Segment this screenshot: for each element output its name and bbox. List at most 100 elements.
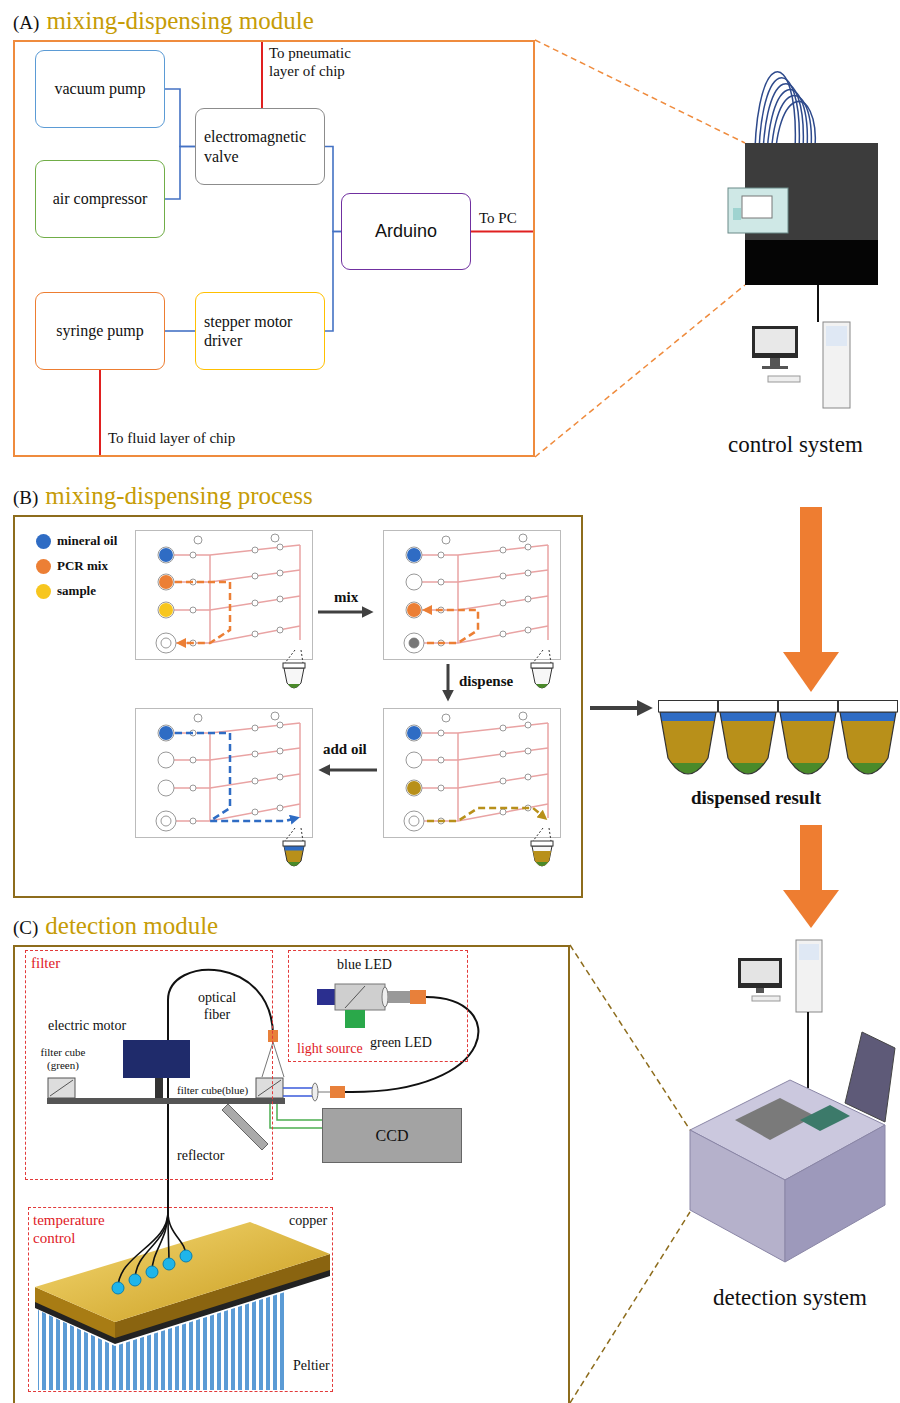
optics-figure-part [345,1010,365,1028]
control-system-figure-part [733,208,741,220]
chip-add-oil [136,709,313,867]
part-label: Peltier [292,1358,331,1375]
node-label: temperature control [33,1211,128,1247]
dispensed-tubes-part [718,701,778,794]
detection-system-figure-part [741,961,779,983]
node-label: light source [297,1041,363,1058]
temperature-stage-part [180,1250,192,1262]
detection-system-figure-part [799,944,819,960]
port-label: To pneumatic layer of chip [268,44,375,80]
node-label: syringe pump [56,321,144,340]
optics-figure-part [283,1088,312,1096]
node-label: vacuum pump [54,79,145,98]
temperature-stage-part [146,1266,158,1278]
optics-figure-part [345,986,365,1008]
signal-wires-part [99,370,101,456]
optics-figure [47,970,478,1212]
step-arrows-part [447,664,450,698]
panel-heading: (B)mixing-dispensing process [13,481,313,511]
panel-letter: (B) [13,487,38,510]
chip-mix-step-part [285,650,303,663]
chip-add-oil-part [136,709,313,838]
control-system-figure-part [728,188,788,233]
connector-line [165,147,195,200]
optics-figure-part [268,1030,278,1042]
detection-system-figure [690,940,895,1262]
optics-figure-part [335,984,385,1010]
step-arrows-part [318,611,370,614]
step-arrows [318,612,648,770]
chip-mix-step-part [159,575,173,589]
signal-wires-part [261,41,263,108]
chip-mix-return-part [533,650,551,663]
panel-letter: (A) [13,12,39,35]
optics-figure-part [312,1083,318,1101]
controller-box: Arduino [341,193,471,270]
temperature-stage-part [118,1212,168,1288]
detection-system-figure-part [845,1032,895,1122]
legend-label: sample [57,583,96,600]
signal-wires-part [471,231,534,233]
optics-figure-part [222,1104,268,1150]
optics-figure-part [382,987,388,1007]
port-label: To fluid layer of chip [107,429,236,447]
connector-line [165,89,195,147]
part-label: copper [288,1213,328,1230]
control-system-figure-part [817,285,819,322]
part-label: filter cube (green) [30,1046,96,1072]
control-system-figure-part [770,358,780,366]
chip-mix-step-part [283,663,305,688]
control-system-figure-part [752,326,798,358]
optics-figure-part [317,989,335,1005]
component-box: syringe pump [35,292,165,370]
module-panel: (C)detection modulefilterlight sourceCCD… [13,945,570,1403]
temperature-stage-part [112,1282,124,1294]
region-box: temperature control [28,1207,333,1392]
part-label: optical fiber [190,990,244,1024]
temperature-stage-part [135,1212,168,1280]
control-system-figure [728,72,878,408]
panel-title: detection module [45,911,218,941]
part-label: green LED [369,1035,433,1052]
temperature-stage-part [168,1212,186,1256]
chip-mix-return-part [531,663,553,688]
optics-figure-part [50,1080,73,1096]
connector-line [165,330,195,332]
control-system-figure-part [755,329,795,353]
zoom-lines-part [535,285,745,457]
component-box: air compressor [35,160,165,238]
chip-dispense [384,709,561,867]
chip-add-oil-part [285,828,303,841]
node-label: electromagnetic valve [204,127,320,165]
dispensed-tubes-part [778,701,838,794]
detection-system-figure-part [690,1130,785,1262]
part-label: electric motor [47,1018,127,1035]
zoom-lines [570,945,690,1403]
optics-figure-part [262,1042,284,1077]
temperature-stage-part [35,1222,330,1322]
flow-arrows-part [783,652,839,692]
control-system-figure-part [768,376,800,382]
chip-add-oil-part [159,726,173,740]
figure-caption: detection system [712,1284,868,1312]
detection-system-figure-part [738,958,782,988]
chip-mix-step-part [159,603,173,617]
module-panel: (A)mixing-dispensing modulevacuum pumpel… [13,40,535,457]
optics-figure-part [330,1086,345,1098]
zoom-lines-part [570,945,690,1130]
port-label: To PC [478,209,518,227]
control-system-figure-part [823,322,850,408]
detection-system-figure-part [756,988,764,993]
part-label: reflector [176,1148,225,1165]
control-system-figure-part [742,196,772,218]
step-label: dispense [458,672,514,690]
legend-swatch [36,559,51,574]
panel-heading: (A)mixing-dispensing module [13,6,314,36]
chip-mix-step-part [159,548,173,562]
temperature-stage-part [129,1274,141,1286]
control-system-figure-part [762,366,788,369]
step-label: mix [333,588,359,606]
control-system-figure-part [745,240,878,285]
